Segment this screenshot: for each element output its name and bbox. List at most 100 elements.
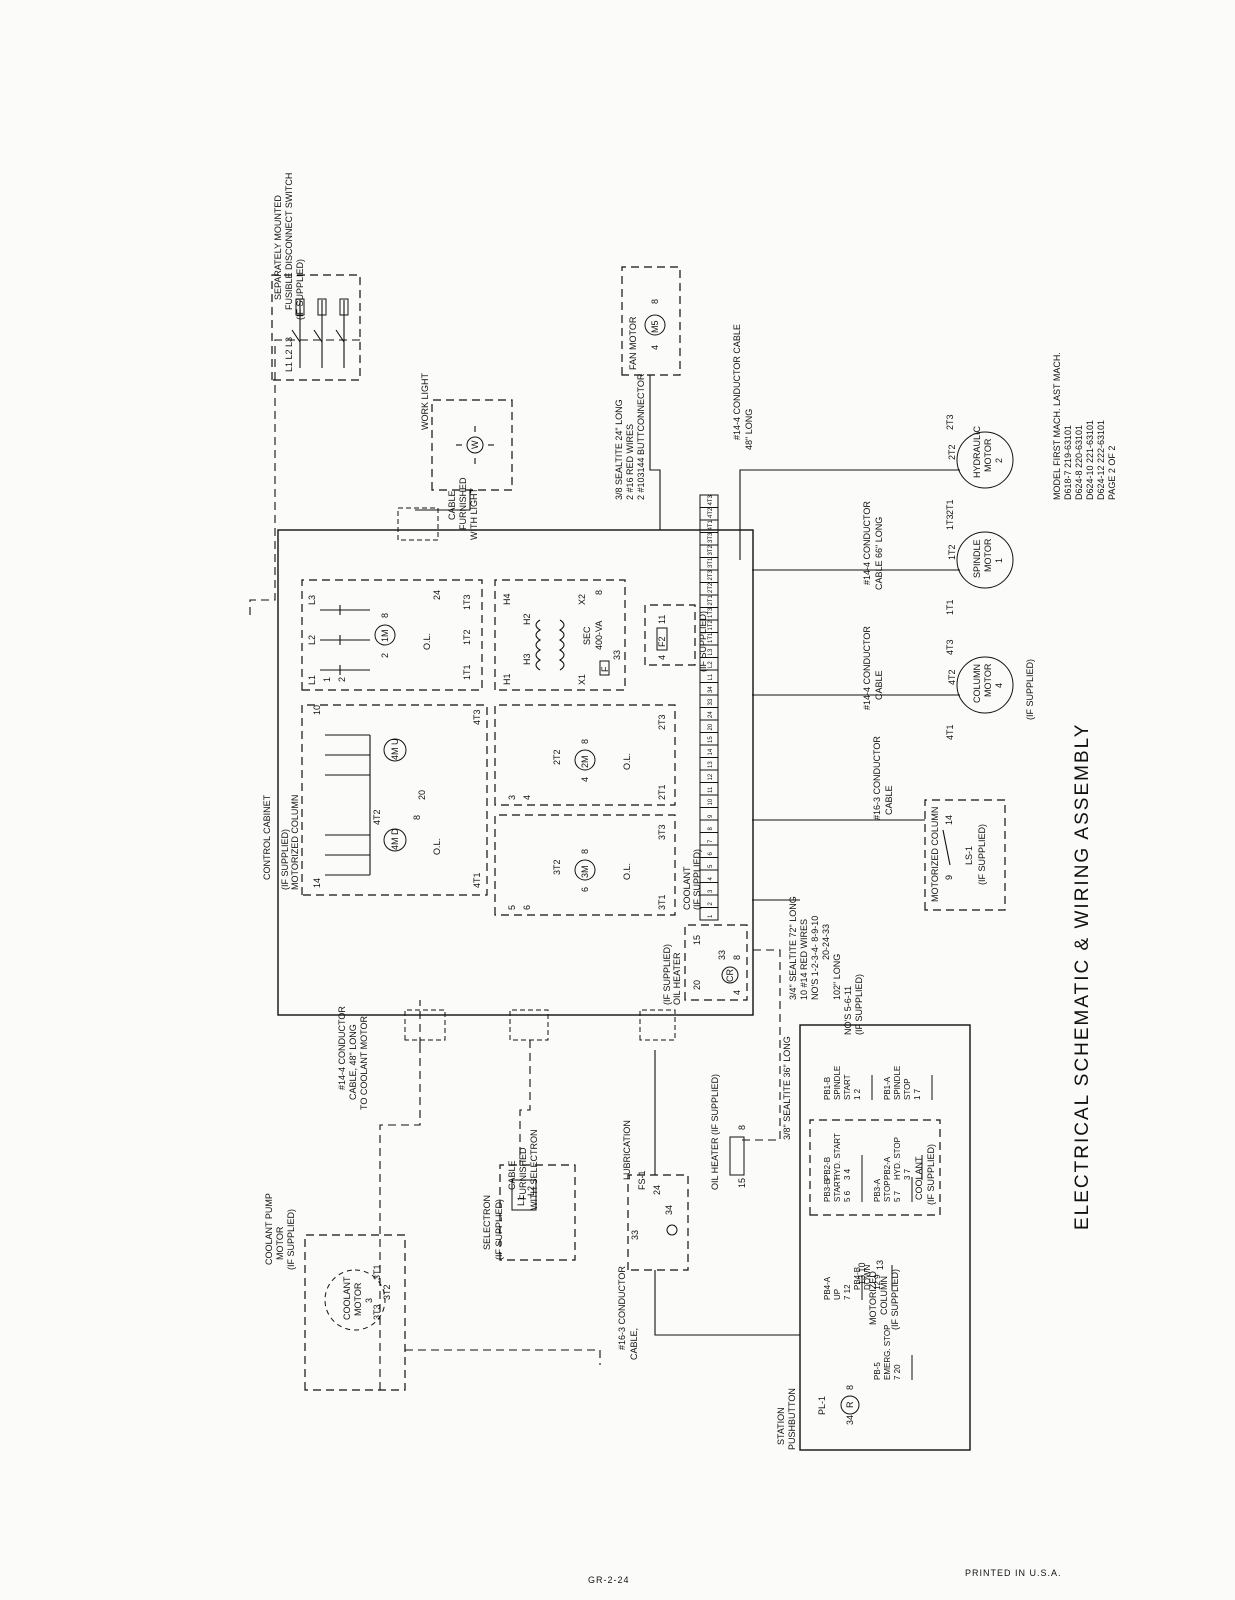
- selectron-connector-icon: [509, 1009, 549, 1041]
- column-cable-line-2: CABLE: [874, 670, 884, 700]
- pushbutton-id: PB2-A: [883, 1156, 892, 1180]
- pushbutton-id: PB3-A: [873, 1178, 882, 1202]
- terminal-label: 20: [708, 723, 714, 730]
- lamp-icon: [466, 436, 484, 454]
- column-motor-line-1: COLUMN: [972, 664, 982, 703]
- f2-note: (IF SUPPLIED): [698, 611, 708, 672]
- terminal-cell: [699, 494, 719, 508]
- spindle-motor-t1: 1T1: [945, 599, 955, 615]
- model-table: MODEL FIRST MACH. LAST MACH. D618-7 219-…: [1052, 352, 1117, 500]
- spindle-contacts-icon: [320, 605, 370, 675]
- spindle-l3: L3: [307, 595, 317, 605]
- selectron-line-2: (IF SUPPLIED): [494, 1199, 504, 1260]
- lube-cable-line-1: #16-3 CONDUCTOR: [617, 1266, 627, 1350]
- hydraulic-motor-icon: [956, 431, 1014, 489]
- xfmr-rating: 400-VA: [594, 621, 604, 650]
- coil-down: 4M D: [390, 828, 400, 850]
- light-cable-line-3: WITH LIGHT: [469, 488, 479, 540]
- coolant-starter-line-1: COOLANT: [682, 866, 692, 910]
- spindle-motor-icon: [956, 531, 1014, 589]
- hyd-t1: 2T1: [657, 784, 667, 800]
- model-row-1: D618-7 219-63101: [1063, 425, 1073, 500]
- disconnect-line-3: (IF SUPPLIED): [295, 259, 305, 320]
- xfmr-sec: SEC: [582, 626, 592, 645]
- xfmr-wire-33: 33: [612, 650, 622, 660]
- transformer-box: [494, 579, 626, 691]
- work-light-label: WORK LIGHT: [420, 372, 430, 430]
- disconnect-phases: L1 L2 L3: [284, 337, 294, 372]
- column-starter: MOTORIZED COLUMN (IF SUPPLIED) 4M U 4M D…: [280, 704, 488, 896]
- terminal-label: 24: [708, 711, 714, 718]
- pushbutton-name: HYD. STOP: [893, 1137, 902, 1180]
- coolant-t1: 3T1: [657, 894, 667, 910]
- oil-heater: OIL HEATER (IF SUPPLIED) 15 8: [710, 1074, 747, 1190]
- coolant-coil-right: 8: [580, 849, 590, 854]
- terminal-label: 4T2: [708, 507, 714, 518]
- hyd-cable-line-2: 48" LONG: [744, 409, 754, 450]
- fan-cable: [649, 375, 661, 530]
- column-motor-t2: 4T2: [947, 669, 957, 685]
- f2-left: 4: [657, 655, 667, 660]
- terminal-label: 2T3: [708, 569, 714, 580]
- pushbutton-name: EMERG. STOP: [883, 1325, 892, 1380]
- column-motor-icon: [956, 656, 1014, 714]
- spindle-ol: O.L.: [422, 633, 432, 650]
- lubrication: LUBRICATION FS-1 33 24 34: [622, 1120, 689, 1271]
- pushbutton-wires: 7 20: [893, 1364, 902, 1380]
- pb-wire-13: 13: [875, 1260, 885, 1270]
- pushbutton-name: STOP: [883, 1180, 892, 1202]
- selectron-plug-icon: [511, 1179, 537, 1211]
- hyd-coil: 2M: [580, 755, 590, 768]
- lube-wire-34: 34: [664, 1205, 674, 1215]
- coolant-coil-left: 6: [580, 887, 590, 892]
- oil-heater-cable-note: 3/8" SEALTITE 36" LONG: [782, 1036, 792, 1140]
- f2-right: 11: [657, 615, 667, 624]
- lubrication-line-1: LUBRICATION: [622, 1120, 632, 1180]
- spindle-motor-t3: 1T3: [945, 514, 955, 530]
- pushbutton-name: SPINDLE: [893, 1066, 902, 1100]
- coolant-cable-note: #14-4 CONDUCTOR CABLE, 48" LONG TO COOLA…: [337, 1006, 369, 1110]
- coolant-coil: 3M: [580, 865, 590, 878]
- coolant-pump: COOLANT PUMP MOTOR (IF SUPPLIED) COOLANT…: [264, 1193, 406, 1391]
- fan-motor: FAN MOTOR M5 4 8 3/8 SEALTITE 24" LONG 2…: [614, 266, 681, 500]
- oil-heater-relay-box: [684, 924, 748, 1001]
- terminal-label: 1T3: [708, 607, 714, 618]
- fan-motor-label: FAN MOTOR: [628, 316, 638, 370]
- fan-right-wire: 8: [650, 299, 660, 304]
- pushbutton-id: PB4-B: [853, 1267, 862, 1290]
- printed-note: PRINTED IN U.S.A.: [965, 1568, 1062, 1578]
- column-note-3: COLUMN: [879, 1276, 889, 1315]
- coolant-coil-icon: [574, 859, 596, 881]
- terminal-label: 11: [708, 786, 714, 793]
- column-note-4: (IF SUPPLIED): [890, 1269, 900, 1330]
- coolant-cable: [379, 1045, 421, 1390]
- coolant-cable-line-1: #14-4 CONDUCTOR: [337, 1006, 347, 1090]
- coolant-plug-icon: [404, 1009, 446, 1041]
- transformer: H1 H3 H2 H4 X1 X2 SEC 400-VA 8 F 33: [494, 579, 626, 691]
- column-motor: COLUMN MOTOR 4 4T1 4T2 4T3 #14-4 CONDUCT…: [862, 626, 1035, 740]
- station-label-1: PUSHBUTTON: [787, 1388, 797, 1450]
- fan-motor-symbol: M5: [650, 320, 660, 333]
- column-wire-14: 14: [312, 878, 322, 888]
- pushbutton-name: START: [843, 1074, 852, 1100]
- terminal-strip: 12345678910111213141520243334L1L2L31T11T…: [699, 494, 719, 921]
- pilot-symbol: R: [845, 1401, 855, 1408]
- coolant-cable-line-2: CABLE, 48" LONG: [348, 1024, 358, 1100]
- limit-switch-right: 14: [944, 815, 954, 825]
- pushbutton-wires: 12 9: [873, 1274, 882, 1290]
- pb-cable-line-2: 10 #14 RED WIRES: [799, 919, 809, 1000]
- pilot-light-icon: [840, 1395, 860, 1415]
- column-starter-box: [301, 704, 488, 896]
- coolant-starter-box: [494, 814, 676, 916]
- hyd-motor-t3: 2T3: [945, 414, 955, 430]
- spindle-wire-2: 2: [337, 677, 347, 682]
- terminal-label: 5: [708, 864, 714, 868]
- limit-switch-note: (IF SUPPLIED): [977, 824, 987, 885]
- hyd-ol: O.L.: [622, 753, 632, 770]
- column-t3: 4T3: [472, 709, 482, 725]
